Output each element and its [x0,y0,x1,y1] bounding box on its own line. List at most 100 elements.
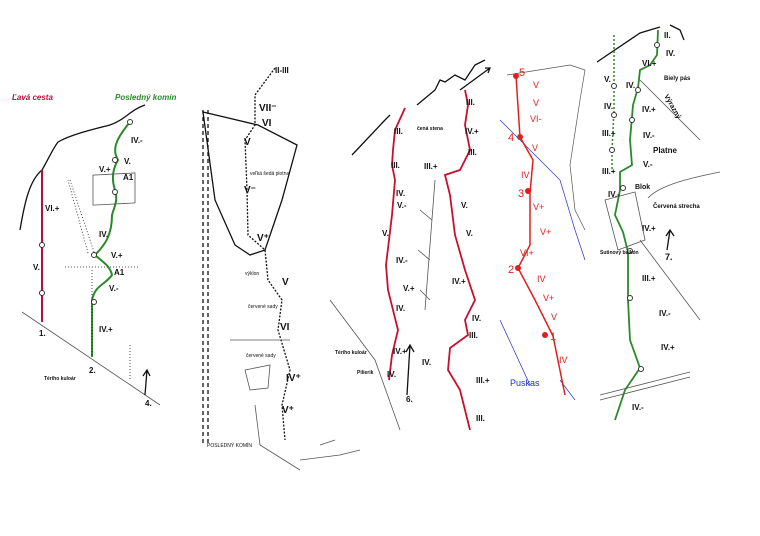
grade-label: IV. [387,370,396,379]
start-number: 1. [39,329,46,338]
grade-label: II. [664,31,671,40]
panel-5-topo: II. IV. VI.+ V. IV. Biely pás Výrazný IV… [596,24,721,421]
belay-point [627,295,633,301]
ground-line [21,311,161,406]
gully-line [202,110,209,445]
route-name: POSLEDNÝ KOMÍN [207,442,252,449]
belay-point-2 [515,265,521,271]
belay-point [91,252,97,258]
grade-label: IV.+ [452,277,466,286]
feature-label: výklon [245,271,259,277]
arrow-up-icon [142,368,151,396]
blue-outline [499,119,586,401]
grade-label: IV. [396,189,405,198]
grade-label: V.- [643,160,653,169]
feature-label: Červená strecha [653,203,700,210]
variant-route [611,35,615,172]
grade-label: IV. [396,304,405,313]
rock-block [92,172,136,206]
grade-label: V [533,98,539,108]
grade-label: V⁻ [244,185,256,196]
grade-label: III. [469,331,478,340]
grade-label: V [551,312,557,322]
grade-label: VI- [530,114,542,124]
place-label: Tériho kuloár [335,350,367,356]
belay-point [627,248,633,254]
grade-label: V. [466,229,473,238]
belay-number: 3 [518,188,524,200]
belay-number: 4 [508,132,514,144]
grade-label: III.+ [602,129,616,138]
route-name-lava-cesta: Ľavá cesta [12,93,53,102]
grade-label: III.+ [602,167,616,176]
feature-label: Blok [635,184,650,191]
grade-label: VI.+ [642,59,657,68]
grade-label: II-III [275,66,289,75]
feature-label: Výrazný [662,94,682,121]
grade-label: V.+ [99,165,111,174]
grade-label: III. [466,98,475,107]
grade-label: V [282,277,289,288]
grade-label: IV.+ [642,105,656,114]
route-line [244,67,291,441]
ridge-line [19,104,146,231]
grey-slab-outline [202,111,298,256]
grade-label: VII⁻ [259,103,277,114]
belay-point-4 [517,134,523,140]
place-label: Pilierik [357,370,374,376]
grade-label: IV.+ [99,325,113,334]
rock-features [599,79,721,401]
belay-point [635,87,641,93]
grade-label: VI.+ [45,204,60,213]
grade-label: III. [391,161,400,170]
grade-label: V+ [533,202,544,212]
rock-features [230,339,301,471]
belay-point-5 [513,73,519,79]
grade-label: III. [394,127,403,136]
aid-label: A1 [114,268,125,277]
grade-label: IV.+ [465,127,479,136]
grade-label: IV [537,274,546,284]
belay-point [39,242,45,248]
right-route [443,89,476,431]
belay-number: 2 [508,264,514,276]
grade-label: III.+ [642,274,656,283]
grade-label: V. [461,201,468,210]
belay-point [112,157,118,163]
belay-point [609,147,615,153]
grade-label: VI [262,118,272,129]
feature-label: Sutinový balkón [600,250,639,256]
grade-label: V⁺ [282,405,294,416]
main-route [614,29,659,421]
feature-label: červené sady [248,304,278,310]
belay-point [620,185,626,191]
grade-label: IV. [472,314,481,323]
belay-point [638,366,644,372]
belay-point [91,299,97,305]
feature-label: veľká šedá plotna [250,171,289,177]
panel-2-topo: II-III VII⁻ VI V veľká šedá plotna V⁻ V⁺… [202,66,361,471]
grade-label: V. [604,75,611,84]
terrain-line [506,64,586,231]
grade-label: V. [124,157,131,166]
panel-4-topo: 5 V V VI- 4 V IV 3 V+ V+ VI+ 2 IV V+ V 1… [499,64,586,401]
feature-label: Biely pás [664,76,691,82]
feature-label: čená stena [417,126,443,132]
grade-label: IV. [99,230,108,239]
start-number: 7. [665,252,673,262]
route-name-posledny-komin: Posledný komín [115,93,176,102]
route-name-puskas: Puskas [510,378,540,388]
ridge-line [351,59,486,156]
grade-label: IV.- [632,403,644,412]
belay-point [39,290,45,296]
feature-label: červené sady [246,353,276,359]
grade-label: V [532,143,538,153]
belay-number: 5 [519,67,525,79]
grade-label: IV [521,170,530,180]
belay-point [611,83,617,89]
grade-label: V [533,80,539,90]
grade-label: IV. [626,81,635,90]
grade-label: V.- [397,201,407,210]
belay-point [654,42,660,48]
